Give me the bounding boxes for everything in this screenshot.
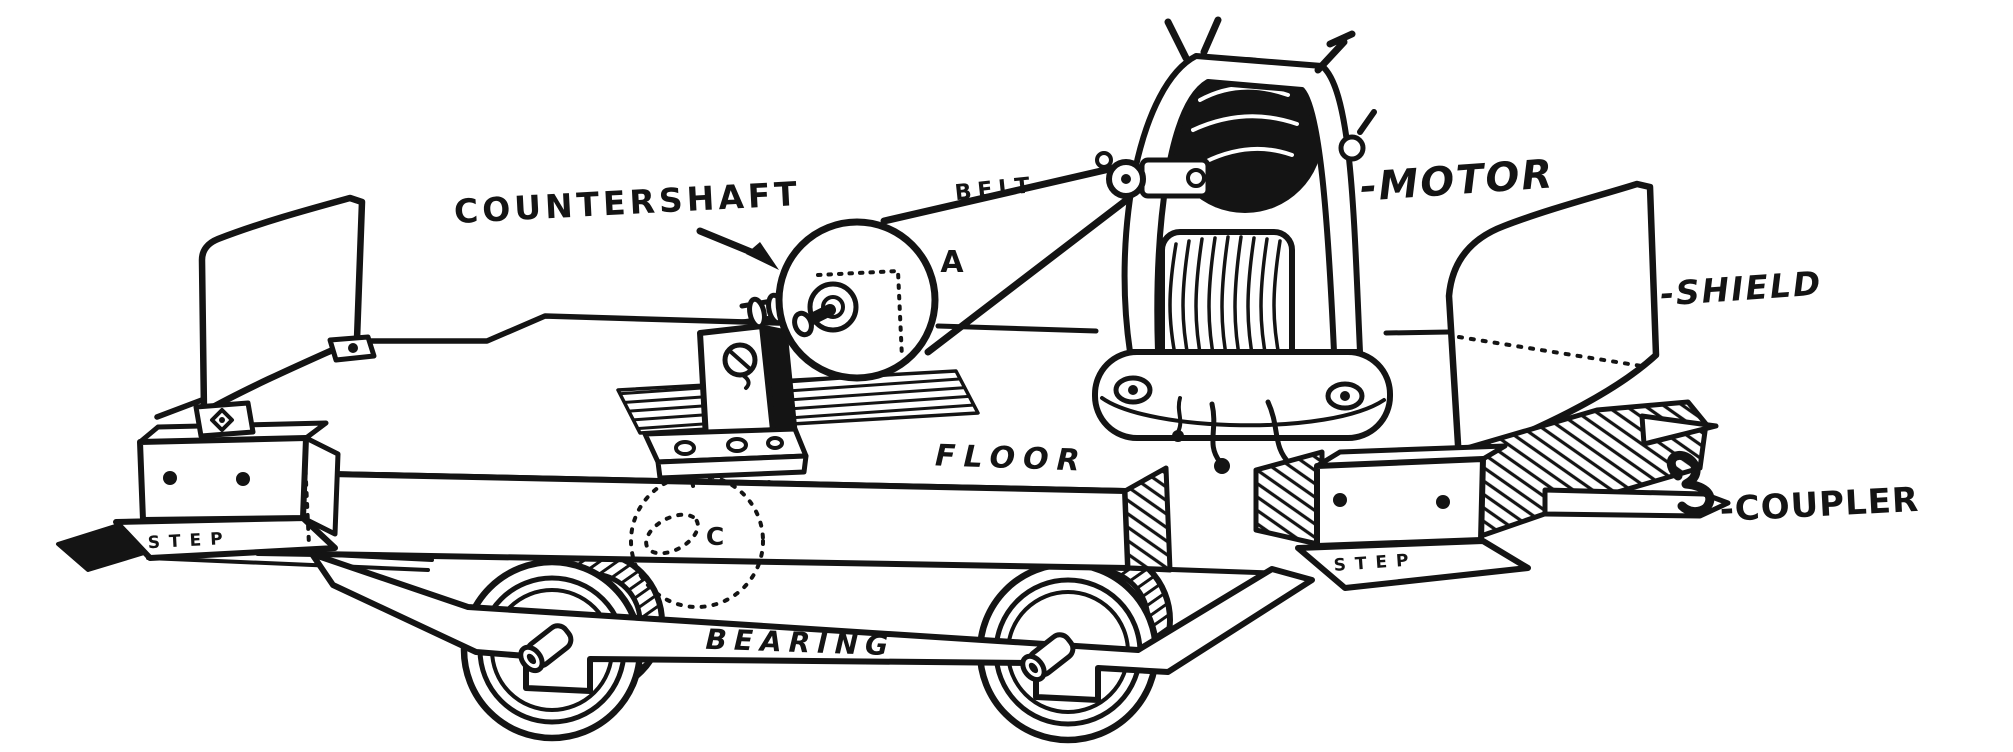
bracket-upright [697,323,776,441]
countershaft-assembly [642,218,939,481]
right-sill-wedge [1253,449,1325,548]
countershaft-arrow [696,227,779,270]
label-point-a: A [940,245,964,280]
label-belt: BELT [954,173,1037,206]
label-countershaft: COUNTERSHAFT [453,174,802,231]
coupler-hook [1666,450,1715,517]
motor-brush-prongs [1164,16,1356,74]
belt-lines [880,164,1141,356]
label-shield: -SHIELD [1659,263,1824,313]
coupler-assembly [1542,413,1731,519]
label-step-left: STEP [147,529,232,553]
label-motor: -MOTOR [1358,151,1555,210]
right-step-box [1295,443,1531,591]
axle-pin-left [518,623,574,674]
label-point-c: C [706,522,724,551]
left-shield [193,194,377,439]
label-coupler: -COUPLER [1719,480,1920,530]
bracket-base-lip [655,453,809,481]
label-bearing: BEARING [705,623,896,663]
sill-tip [1639,413,1719,447]
drum-dotted-square [816,269,904,360]
motor [1092,16,1393,476]
hidden-corner-dotted [303,458,311,547]
label-floor: FLOOR [934,438,1088,478]
right-step-tread [1295,538,1531,591]
motor-base [1092,349,1393,441]
motor-wires [1176,396,1293,467]
axle-pin-right [1020,632,1076,683]
motor-field-coil [1159,229,1295,371]
shield-hidden-dotted-line [1457,335,1650,369]
left-step-box [113,420,341,561]
